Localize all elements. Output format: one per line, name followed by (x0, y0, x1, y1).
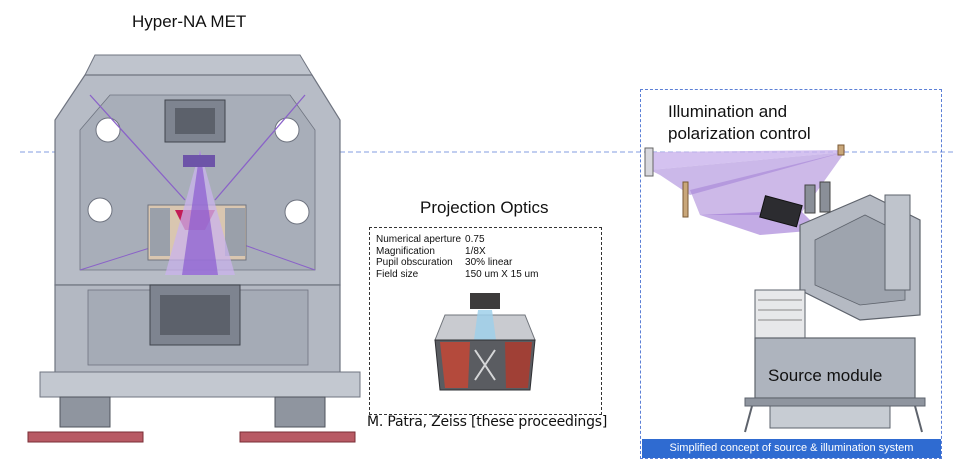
source-electronics (754, 289, 806, 339)
spec-label: Pupil obscuration (376, 257, 453, 268)
projection-specs-table: Numerical aperture 0.75 Magnification 1/… (376, 234, 542, 280)
illumination-system (644, 144, 926, 433)
spec-value: 0.75 (465, 234, 485, 245)
spec-label: Numerical aperture (376, 234, 462, 245)
spec-value: 1/8X (465, 245, 486, 257)
spec-value: 150 um X 15 um (465, 268, 539, 280)
illumination-title-line1: Illumination and (668, 102, 788, 121)
projection-citation: M. Patra, Zeiss [these proceedings] (367, 414, 608, 430)
spec-value: 30% linear (465, 257, 513, 268)
source-module-label: Source module (768, 366, 883, 385)
illumination-system-box (640, 89, 942, 459)
met-title: Hyper-NA MET (132, 12, 247, 31)
projection-specs-box: Numerical aperture 0.75 Magnification 1/… (369, 227, 602, 415)
spec-row: Field size 150 um X 15 um (376, 269, 542, 281)
illumination-caption: Simplified concept of source & illuminat… (642, 439, 941, 458)
illumination-title-line2: polarization control (668, 124, 811, 143)
spec-row: Pupil obscuration 30% linear (376, 257, 542, 269)
spec-row: Magnification 1/8X (376, 246, 542, 258)
met-top-frame (84, 54, 313, 76)
spec-label: Magnification (376, 245, 435, 257)
spec-label: Field size (376, 268, 419, 280)
illum-beam-upper (650, 150, 845, 170)
spec-row: Numerical aperture 0.75 (376, 234, 542, 246)
projection-optics-title: Projection Optics (420, 198, 549, 217)
illumination-title: Illumination and polarization control (668, 101, 811, 145)
met-machine (27, 54, 361, 443)
projection-optics-render (434, 293, 536, 391)
